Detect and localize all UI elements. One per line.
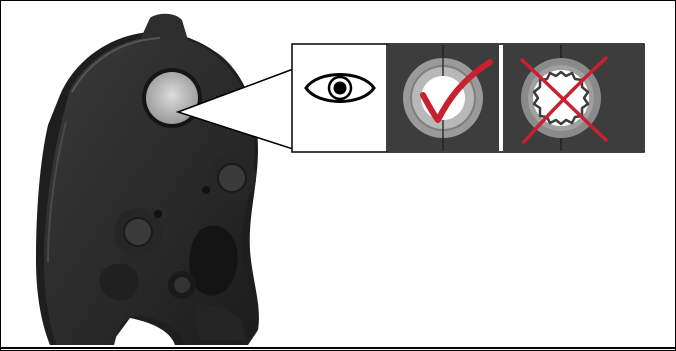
ok-panel: [388, 45, 499, 151]
lower-jaw-tip: [194, 304, 246, 340]
small-hole: [154, 210, 162, 218]
jaw-top-tab: [140, 13, 188, 41]
not-ok-panel: [503, 45, 643, 151]
jaw-opening: [189, 225, 238, 296]
lower-lug-left: [99, 263, 139, 301]
eye-icon: [304, 73, 376, 103]
cross-mark-icon: [520, 56, 608, 144]
press-jaw: [36, 13, 259, 346]
pivot-pin-right: [217, 163, 247, 193]
callout-joint: [293, 69, 297, 149]
lower-lug-hole-inner: [174, 277, 190, 293]
jaw-side-highlight: [47, 121, 67, 263]
callout-panel: [291, 43, 645, 153]
check-mark-icon: [420, 59, 493, 123]
small-hole: [202, 186, 210, 194]
pivot-pin-left: [123, 217, 153, 247]
jaw-edge-highlight: [71, 37, 161, 93]
